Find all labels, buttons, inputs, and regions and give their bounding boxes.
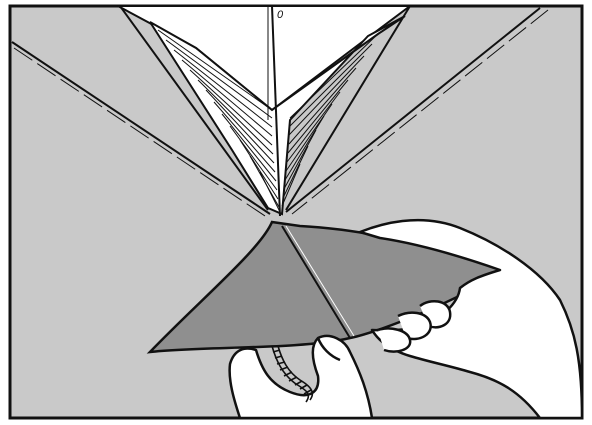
fold-mark-label: 0 xyxy=(277,10,283,21)
